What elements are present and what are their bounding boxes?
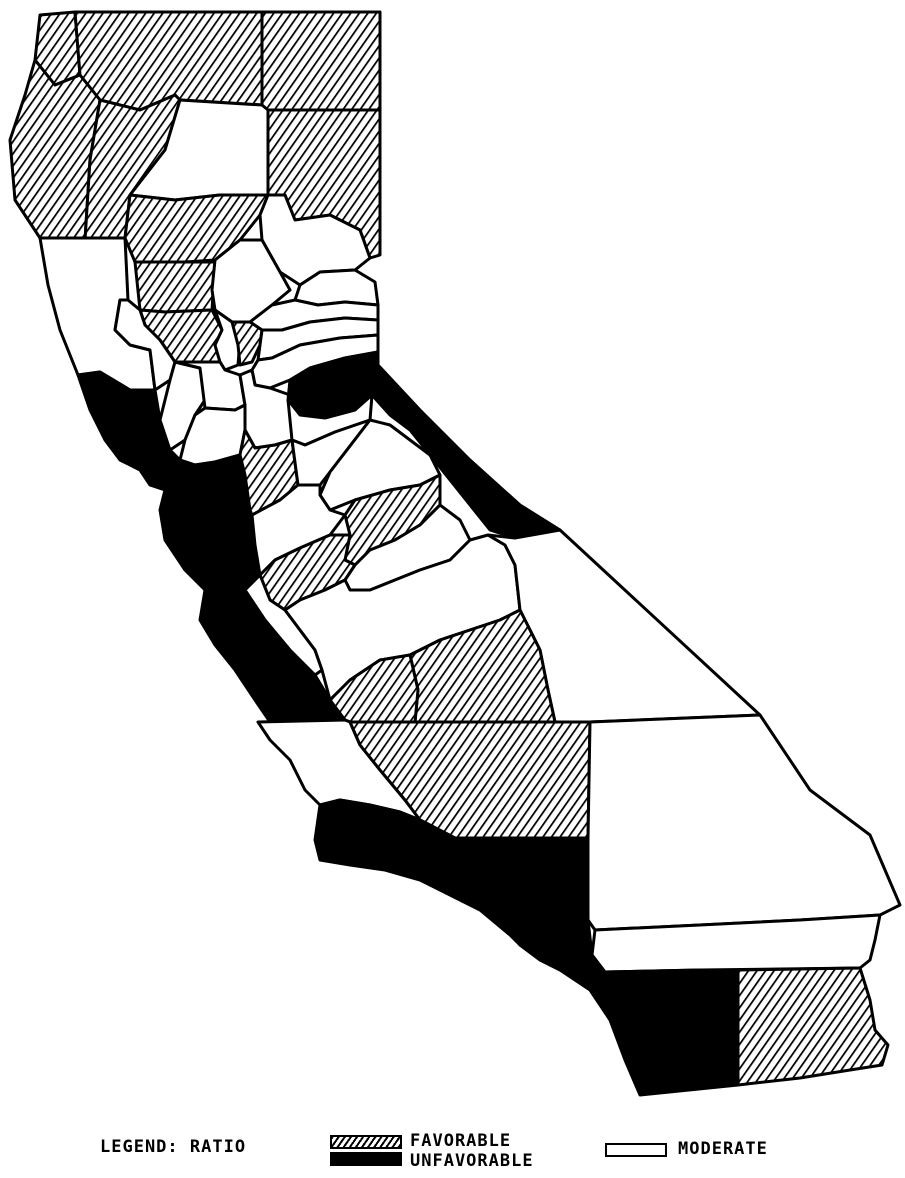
legend-swatch-moderate (605, 1143, 667, 1157)
map-legend: LEGEND: RATIO FAVORABLE UNFAVORABLE MODE… (0, 1125, 905, 1175)
region-sonoma-marin (76, 370, 172, 492)
region-glenn (133, 260, 217, 314)
region-mono (370, 363, 562, 540)
legend-swatch-unfavorable (330, 1152, 402, 1166)
legend-label-favorable: FAVORABLE (410, 1131, 512, 1151)
region-san-bernardino (586, 713, 902, 932)
region-san-diego (518, 918, 740, 1097)
legend-swatch-favorable (330, 1135, 402, 1149)
map-svg (8, 10, 902, 1097)
legend-label-moderate: MODERATE (678, 1139, 768, 1159)
california-county-map (8, 10, 902, 1097)
region-siskiyou (73, 10, 264, 112)
region-modoc (260, 10, 382, 112)
region-yuba (230, 320, 264, 367)
region-imperial (736, 966, 890, 1087)
legend-label-unfavorable: UNFAVORABLE (410, 1151, 534, 1171)
legend-title: LEGEND: RATIO (100, 1137, 247, 1157)
